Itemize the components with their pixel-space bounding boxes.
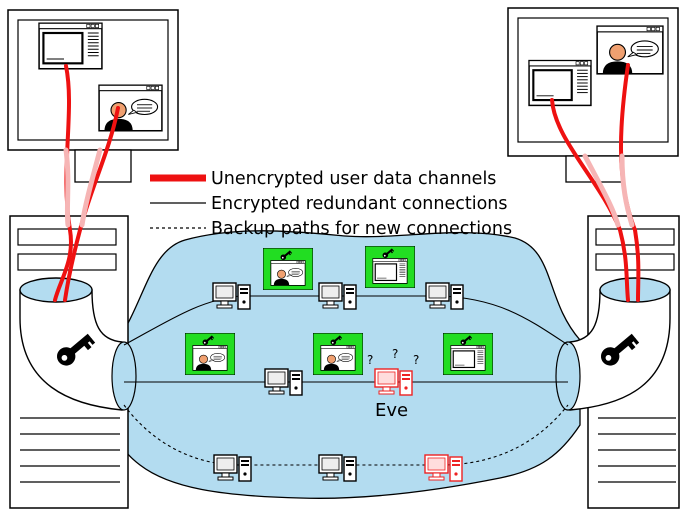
chat-window	[596, 25, 664, 75]
relay-computer	[318, 282, 357, 310]
relay-view-screen	[263, 248, 313, 290]
left-pipe-opening	[19, 277, 93, 303]
right-pipe-mouth	[555, 341, 581, 411]
question-mark: ?	[413, 353, 419, 367]
relay-view-screen	[443, 333, 493, 375]
legend: Unencrypted user data channels Encrypted…	[150, 169, 512, 239]
relay-view-screen	[185, 333, 235, 375]
legend-label-unencrypted: Unencrypted user data channels	[211, 169, 496, 189]
chat-window	[98, 84, 163, 132]
relay-computer	[318, 454, 357, 482]
relay-view-screen	[313, 333, 363, 375]
relay-view-screen	[365, 246, 415, 288]
unencrypted-channels-right	[550, 63, 641, 302]
legend-label-backup: Backup paths for new connections	[211, 219, 512, 239]
terminal-window	[38, 22, 103, 70]
terminal-window	[528, 59, 592, 107]
relay-computer	[264, 368, 303, 396]
right-pipe-opening	[599, 277, 671, 303]
eve-label: Eve	[375, 400, 408, 421]
relay-computer	[425, 282, 464, 310]
relay-computer	[212, 282, 251, 310]
backup-paths	[123, 404, 569, 466]
question-mark: ?	[367, 353, 373, 367]
eve-computer	[374, 368, 413, 396]
legend-label-encrypted: Encrypted redundant connections	[211, 194, 507, 214]
relay-computer	[213, 454, 252, 482]
question-mark: ?	[392, 347, 398, 361]
eavesdropper-computer	[424, 454, 463, 482]
unencrypted-channels-left	[53, 64, 120, 302]
left-pipe-mouth	[111, 341, 137, 411]
